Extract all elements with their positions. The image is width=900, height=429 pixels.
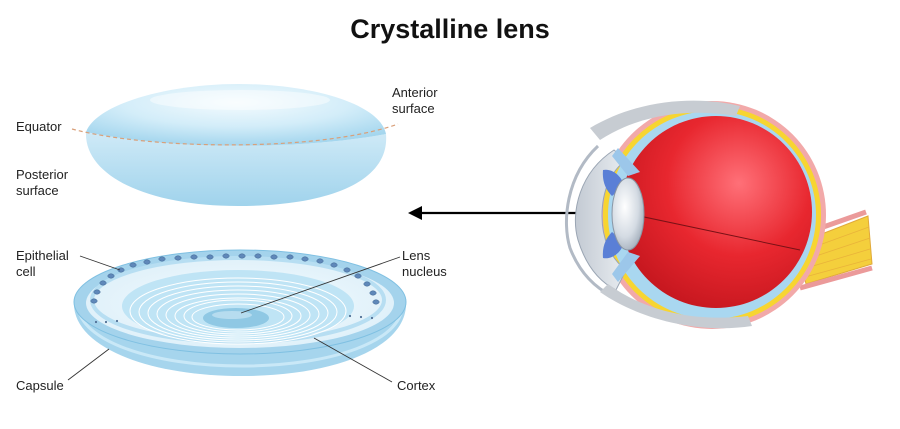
lens-posterior-body [85,132,387,206]
leader-epithelial-cell [79,255,121,271]
vitreous-body [620,116,812,308]
leader-lens-nucleus [240,256,401,314]
leader-capsule [67,348,110,381]
lens-cross-section [73,249,407,376]
diagram-title: Crystalline lens [350,14,550,44]
nucleus-highlight [212,311,252,319]
cortex [122,270,354,342]
label-posterior-surface: Posterior surface [16,167,69,198]
eye-lens [611,177,645,251]
eyelid-upper [590,100,740,140]
lens-anterior-surface [86,84,386,146]
eye-cross-section [564,100,873,329]
cortex-fibers [129,277,347,345]
label-equator: Equator [16,119,62,134]
ciliary-body-upper [612,148,640,176]
label-anterior-surface: Anterior surface [392,85,438,116]
epithelial-cells [90,253,380,305]
cornea-outer [564,144,613,298]
fiber-nuclei-dots [94,314,374,324]
lens-highlight [150,90,330,110]
ciliary-body-lower [612,252,640,282]
visual-axis [629,213,801,251]
leader-cortex [313,337,393,383]
leader-lines [67,255,401,383]
lens-external-view [71,84,399,206]
label-epithelial-cell: Epithelial cell [16,248,69,279]
label-cortex: Cortex [397,378,436,393]
section-rim-shade [76,305,404,368]
eyelid-lower [600,284,752,329]
label-lens-nucleus: Lens nucleus [402,248,447,279]
label-capsule: Capsule [16,378,64,393]
equator-line [71,123,399,146]
